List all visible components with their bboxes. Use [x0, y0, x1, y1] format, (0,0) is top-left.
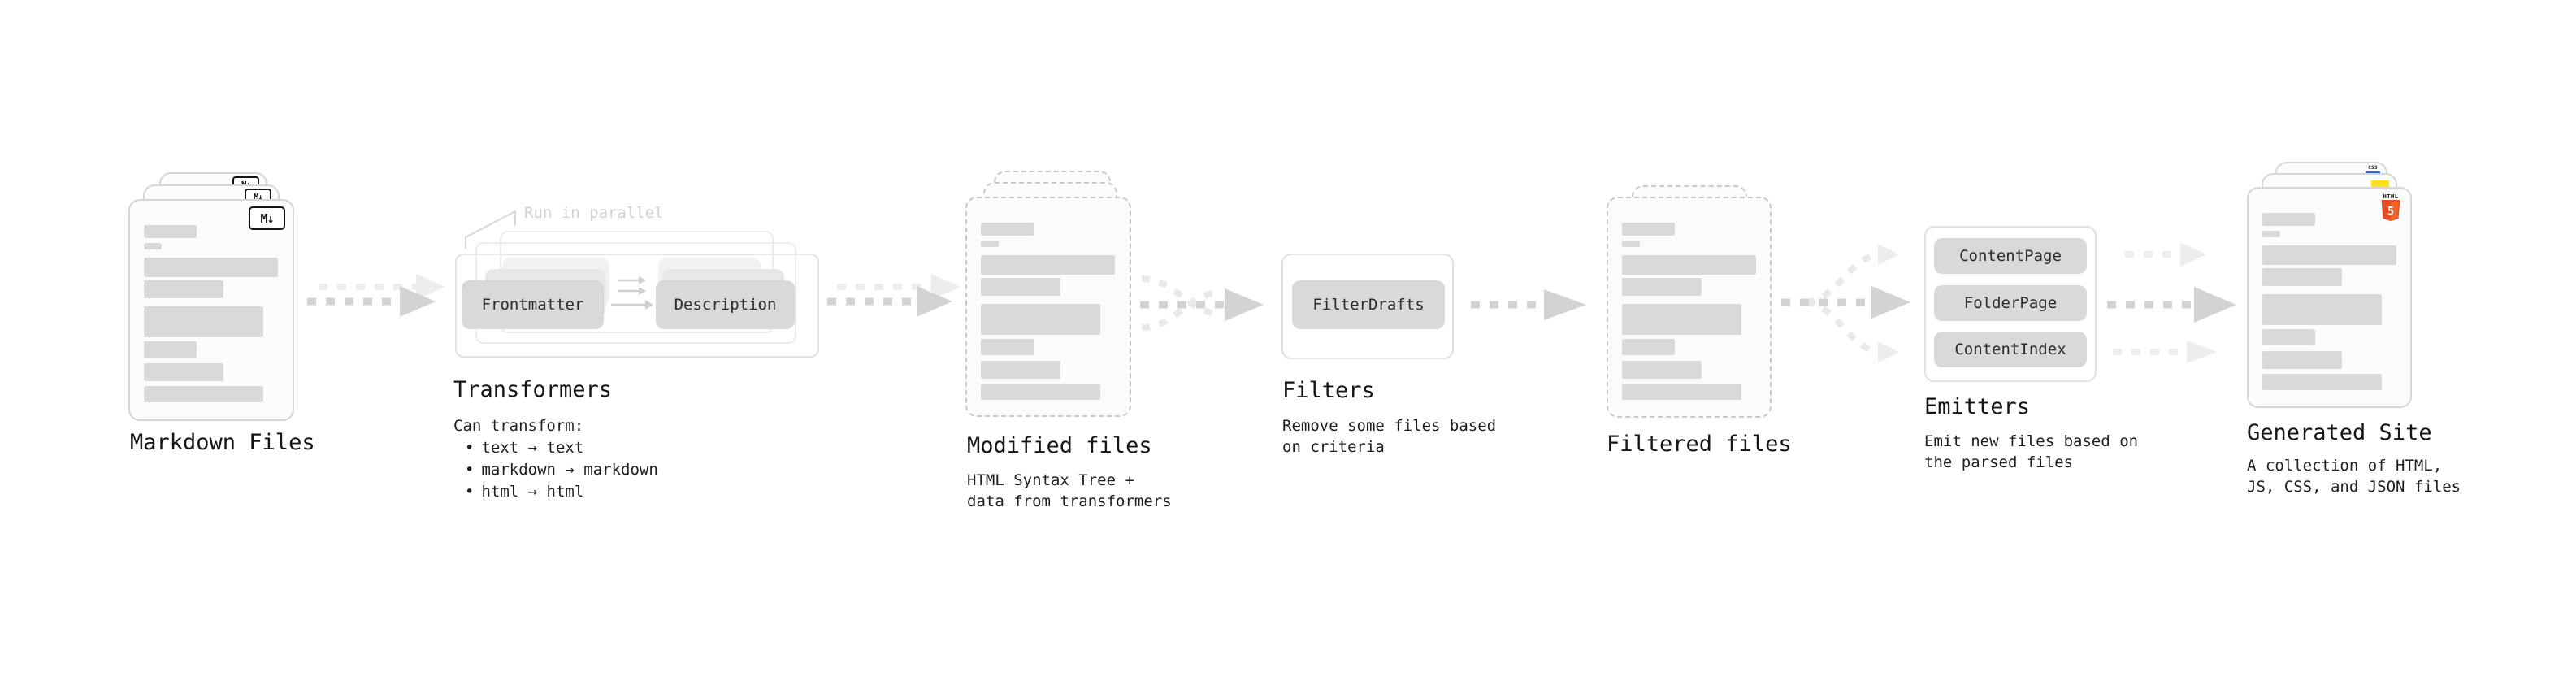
transformers-heading: Can transform:: [453, 417, 584, 435]
arrow-transformers-to-modified: [827, 274, 961, 317]
text-line-bar: [144, 363, 223, 381]
modified-files-subtitle: HTML Syntax Tree + data from transformer…: [967, 471, 1172, 510]
text-line-bar: [2262, 268, 2342, 286]
generated-site-subtitle: A collection of HTML, JS, CSS, and JSON …: [2247, 457, 2461, 496]
text-line-bar: [144, 225, 197, 238]
text-line-bar: [1622, 384, 1741, 400]
emitters-subtitle: Emit new files based on the parsed files: [1924, 432, 2139, 471]
text-line-bar: [1622, 223, 1675, 236]
bullet-icon: •: [465, 461, 475, 479]
arrow-markdown-to-transformers: [307, 274, 445, 317]
text-line-bar: [2262, 351, 2342, 369]
markdown-files-title: Markdown Files: [130, 430, 315, 455]
frontmatter-pill: Frontmatter: [462, 280, 604, 329]
markdown-icon: M↓: [249, 206, 285, 230]
text-line-bar: [981, 278, 1060, 296]
document-text-lines: [130, 201, 293, 419]
text-line-bar: [1622, 255, 1756, 275]
arrows-emitters-to-generated: [2107, 242, 2236, 363]
html5-icon: HTML 5: [2381, 193, 2400, 224]
bullet-item: •text → text: [453, 437, 658, 459]
text-line-bar: [981, 361, 1060, 379]
bullet-item: •markdown → markdown: [453, 459, 658, 481]
text-line-bar: [144, 341, 197, 358]
folderpage-pill: FolderPage: [1934, 285, 2087, 321]
text-line-bar: [981, 304, 1100, 335]
document-text-lines: [1608, 198, 1770, 416]
text-line-bar: [981, 255, 1115, 275]
css-badge-icon: CSS: [2365, 166, 2381, 175]
bullet-item: •html → html: [453, 481, 658, 503]
text-line-bar: [981, 223, 1034, 236]
text-line-bar: [1622, 304, 1741, 335]
generated-file-card-front: HTML 5: [2247, 187, 2412, 408]
filters-title: Filters: [1282, 378, 1375, 403]
text-line-bar: [2262, 213, 2315, 226]
text-line-bar: [1622, 339, 1675, 355]
document-text-lines: [2249, 189, 2410, 406]
bullet-icon: •: [465, 439, 475, 457]
text-line-bar: [2262, 374, 2382, 390]
emitters-title: Emitters: [1924, 394, 2031, 419]
document-text-lines: [967, 198, 1130, 415]
markdown-file-card-front: M↓: [128, 199, 294, 421]
text-line-bar: [2262, 329, 2315, 345]
text-line-bar: [2262, 245, 2396, 265]
modified-files-title: Modified files: [967, 433, 1152, 458]
contentpage-pill: ContentPage: [1934, 238, 2087, 274]
filtered-files-title: Filtered files: [1607, 432, 1792, 457]
text-line-bar: [2262, 231, 2280, 237]
transformer-frame-front: [455, 254, 819, 358]
text-line-bar: [144, 258, 278, 277]
run-in-parallel-annotation: Run in parallel: [524, 204, 664, 222]
bullet-icon: •: [465, 483, 475, 501]
text-line-bar: [144, 386, 263, 402]
modified-file-card-front: [965, 197, 1131, 417]
text-line-bar: [981, 339, 1034, 355]
text-line-bar: [1622, 241, 1640, 247]
generated-site-title: Generated Site: [2247, 420, 2432, 445]
text-line-bar: [144, 243, 162, 249]
filterdrafts-pill: FilterDrafts: [1292, 280, 1445, 329]
text-line-bar: [981, 241, 999, 247]
arrow-filters-to-filtered: [1471, 289, 1586, 320]
transformers-bullet-list: •text → text •markdown → markdown •html …: [453, 437, 658, 503]
arrow-filtered-to-emitters: [1781, 244, 1910, 362]
text-line-bar: [144, 280, 223, 298]
description-pill: Description: [656, 280, 795, 329]
transformers-title: Transformers: [453, 377, 613, 402]
text-line-bar: [1622, 361, 1702, 379]
filtered-file-card-front: [1607, 197, 1772, 418]
text-line-bar: [2262, 294, 2382, 325]
text-line-bar: [1622, 278, 1702, 296]
text-line-bar: [144, 306, 263, 337]
svg-text:5: 5: [2387, 206, 2394, 219]
contentindex-pill: ContentIndex: [1934, 332, 2087, 367]
text-line-bar: [981, 384, 1100, 400]
annotation-leader-line: [465, 210, 516, 249]
parallel-transform-arrows: [611, 276, 653, 310]
arrow-modified-to-filters: [1140, 275, 1264, 331]
filters-subtitle: Remove some files based on criteria: [1282, 417, 1497, 456]
